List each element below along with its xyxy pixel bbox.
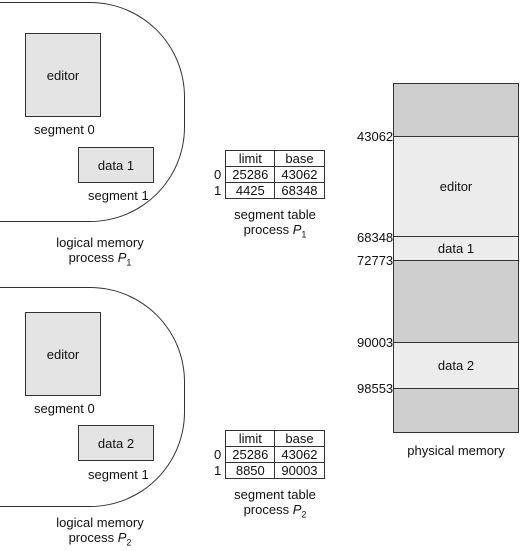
- p2-editor-label: editor: [46, 346, 80, 362]
- physical-data1-block: data 1: [394, 237, 518, 261]
- p2-data2-segment: data 2: [78, 425, 154, 461]
- table2-header-limit: limit: [225, 430, 276, 447]
- physical-data2-block: data 2: [394, 343, 518, 389]
- p2-editor-segment: editor: [25, 312, 101, 396]
- p2-logical-memory-caption: logical memory process P2: [56, 515, 144, 548]
- table-row: 1 8850 90003: [214, 462, 325, 479]
- physical-free-block-2: [394, 261, 518, 343]
- p1-segment0-label: segment 0: [34, 122, 95, 137]
- address-label: 98553: [357, 381, 394, 396]
- address-label: 68348: [357, 230, 394, 245]
- address-label: 43062: [357, 129, 394, 144]
- p1-data1-segment: data 1: [78, 147, 154, 183]
- p1-caption-line2: process P1: [68, 250, 132, 268]
- table-row: 0 25286 43062: [214, 446, 325, 463]
- p1-editor-segment: editor: [25, 33, 101, 117]
- address-label: 90003: [357, 335, 394, 350]
- p1-segment1-label: segment 1: [88, 188, 149, 203]
- physical-free-block-3: [394, 389, 518, 432]
- table2-header-base: base: [274, 430, 325, 447]
- table-row: 1 4425 68348: [214, 182, 325, 199]
- physical-memory: editor data 1 data 2: [393, 83, 519, 433]
- p2-segment1-label: segment 1: [88, 467, 149, 482]
- p1-editor-label: editor: [46, 67, 80, 83]
- p2-data2-label: data 2: [97, 435, 135, 451]
- address-label: 72773: [357, 253, 394, 268]
- logical-memory-p2-outline: [0, 287, 185, 507]
- p2-segment0-label: segment 0: [34, 401, 95, 416]
- segment-table-p2: limit base 0 25286 43062 1 8850 90003: [214, 430, 325, 479]
- p1-data1-label: data 1: [97, 157, 135, 173]
- physical-editor-block: editor: [394, 137, 518, 237]
- table-row: 0 25286 43062: [214, 166, 325, 183]
- p1-caption-line1: logical memory: [56, 235, 144, 250]
- physical-free-block-1: [394, 84, 518, 137]
- logical-memory-p1-outline: [0, 2, 185, 222]
- table1-header-base: base: [274, 150, 325, 167]
- physical-memory-caption: physical memory: [407, 443, 505, 458]
- segment-table-p1: limit base 0 25286 43062 1 4425 68348: [214, 150, 325, 199]
- table1-header-limit: limit: [225, 150, 276, 167]
- segment-table-p2-caption: segment table process P2: [234, 487, 316, 520]
- p1-logical-memory-caption: logical memory process P1: [40, 235, 160, 271]
- segment-table-p1-caption: segment table process P1: [234, 207, 316, 240]
